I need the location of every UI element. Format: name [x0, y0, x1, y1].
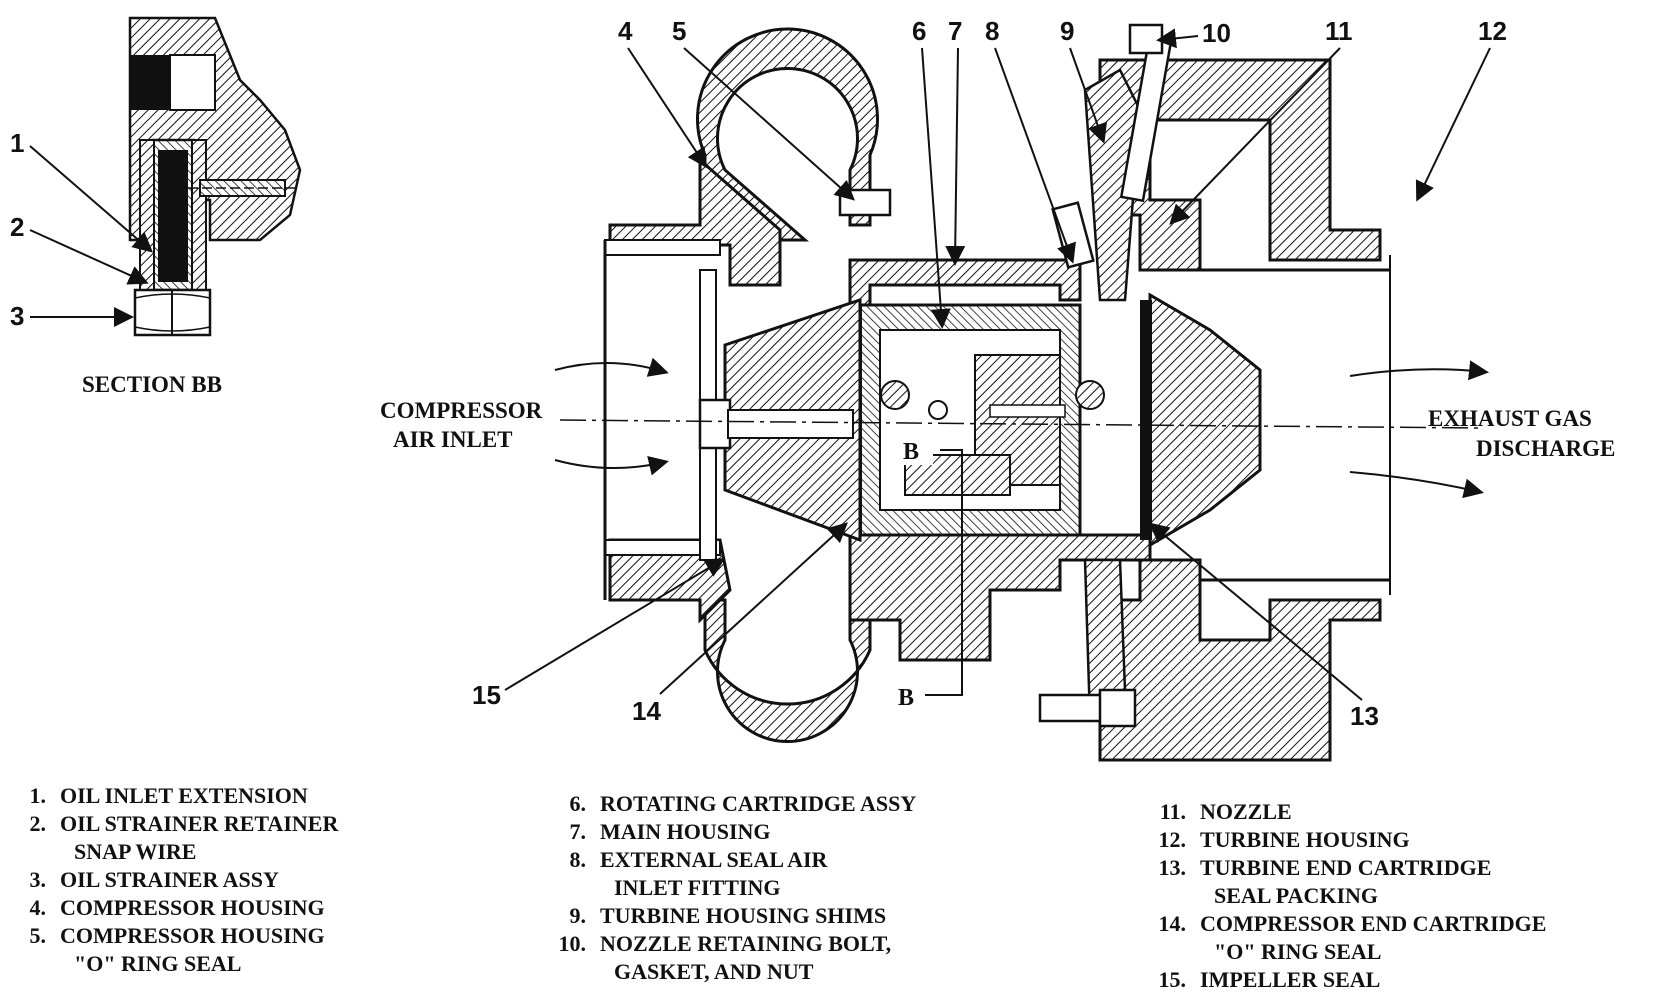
section-bb-title: SECTION BB	[82, 372, 222, 397]
section-callout-1: 3	[10, 301, 24, 331]
callout-10: 10	[1202, 18, 1231, 48]
legend-item-11: 11.NOZZLE	[1159, 799, 1292, 824]
seal-air-fitting	[1051, 201, 1095, 269]
legend-column-1: 1.OIL INLET EXTENSION 2.OIL STRAINER RET…	[0, 782, 339, 978]
legend-column-3: 11.NOZZLE 12.TURBINE HOUSING 13.TURBINE …	[1140, 798, 1547, 994]
legend-item-2: 2.OIL STRAINER RETAINER	[29, 811, 339, 836]
legend-item-10-cont: GASKET, AND NUT	[614, 959, 814, 984]
callout-11: 11	[1325, 16, 1353, 46]
section-callout-3: 1	[10, 128, 24, 158]
legend-item-12: 12.TURBINE HOUSING	[1158, 827, 1410, 852]
legend-item-6: 6.ROTATING CARTRIDGE ASSY	[569, 791, 917, 816]
legend-item-15: 15.IMPELLER SEAL	[1158, 967, 1381, 992]
legend-item-5: 5.COMPRESSOR HOUSING	[29, 923, 325, 948]
legend-item-3: 3.OIL STRAINER ASSY	[29, 867, 279, 892]
legend-item-14: 14.COMPRESSOR END CARTRIDGE	[1158, 911, 1547, 936]
legend-item-8-cont: INLET FITTING	[614, 875, 781, 900]
turbocharger-assembly: B B	[554, 23, 1489, 762]
section-marker-bottom: B	[898, 685, 914, 711]
turbine-housing-bottom	[1098, 558, 1382, 762]
callout-4: 4	[618, 16, 633, 46]
compressor-scroll-top	[696, 27, 879, 242]
callouts: 4 5 6 7 8 9 10 11 12 13 14 15 COMPRESSOR…	[380, 16, 1615, 731]
callout-7: 7	[948, 16, 962, 46]
legend-item-8: 8.EXTERNAL SEAL AIR	[569, 847, 828, 872]
legend-item-14-cont: "O" RING SEAL	[1214, 939, 1382, 964]
legend-item-13-cont: SEAL PACKING	[1214, 883, 1379, 908]
legend-item-7: 7.MAIN HOUSING	[569, 819, 771, 844]
exhaust-gas-label-line1: EXHAUST GAS	[1428, 406, 1592, 431]
callout-5: 5	[672, 16, 686, 46]
legend-item-5-cont: "O" RING SEAL	[74, 951, 242, 976]
section-bb-view: 1 2 3 SECTION BB	[10, 16, 302, 397]
legend-item-2-cont: SNAP WIRE	[74, 839, 197, 864]
compressor-air-inlet-label-line2: AIR INLET	[393, 427, 513, 452]
legend-column-2: 6.ROTATING CARTRIDGE ASSY 7.MAIN HOUSING…	[540, 790, 917, 986]
legend-item-10: 10.NOZZLE RETAINING BOLT,	[558, 931, 892, 956]
callout-9: 9	[1060, 16, 1074, 46]
legend-item-1: 1.OIL INLET EXTENSION	[29, 783, 308, 808]
legend-item-4: 4.COMPRESSOR HOUSING	[29, 895, 325, 920]
callout-12: 12	[1478, 16, 1507, 46]
section-marker-top: B	[903, 439, 919, 465]
legend-item-9: 9.TURBINE HOUSING SHIMS	[569, 903, 887, 928]
callout-13: 13	[1350, 701, 1379, 731]
turbine-wheel	[1148, 292, 1262, 548]
main-housing	[848, 258, 1082, 307]
compressor-scroll-bottom	[703, 598, 872, 743]
exhaust-gas-label-line2: DISCHARGE	[1476, 436, 1615, 461]
legend-item-13: 13.TURBINE END CARTRIDGE	[1158, 855, 1492, 880]
section-callout-2: 2	[10, 212, 24, 242]
callout-15: 15	[472, 680, 501, 710]
compressor-air-inlet-label-line1: COMPRESSOR	[380, 398, 543, 423]
callout-8: 8	[985, 16, 999, 46]
callout-6: 6	[912, 16, 926, 46]
callout-14: 14	[632, 696, 661, 726]
